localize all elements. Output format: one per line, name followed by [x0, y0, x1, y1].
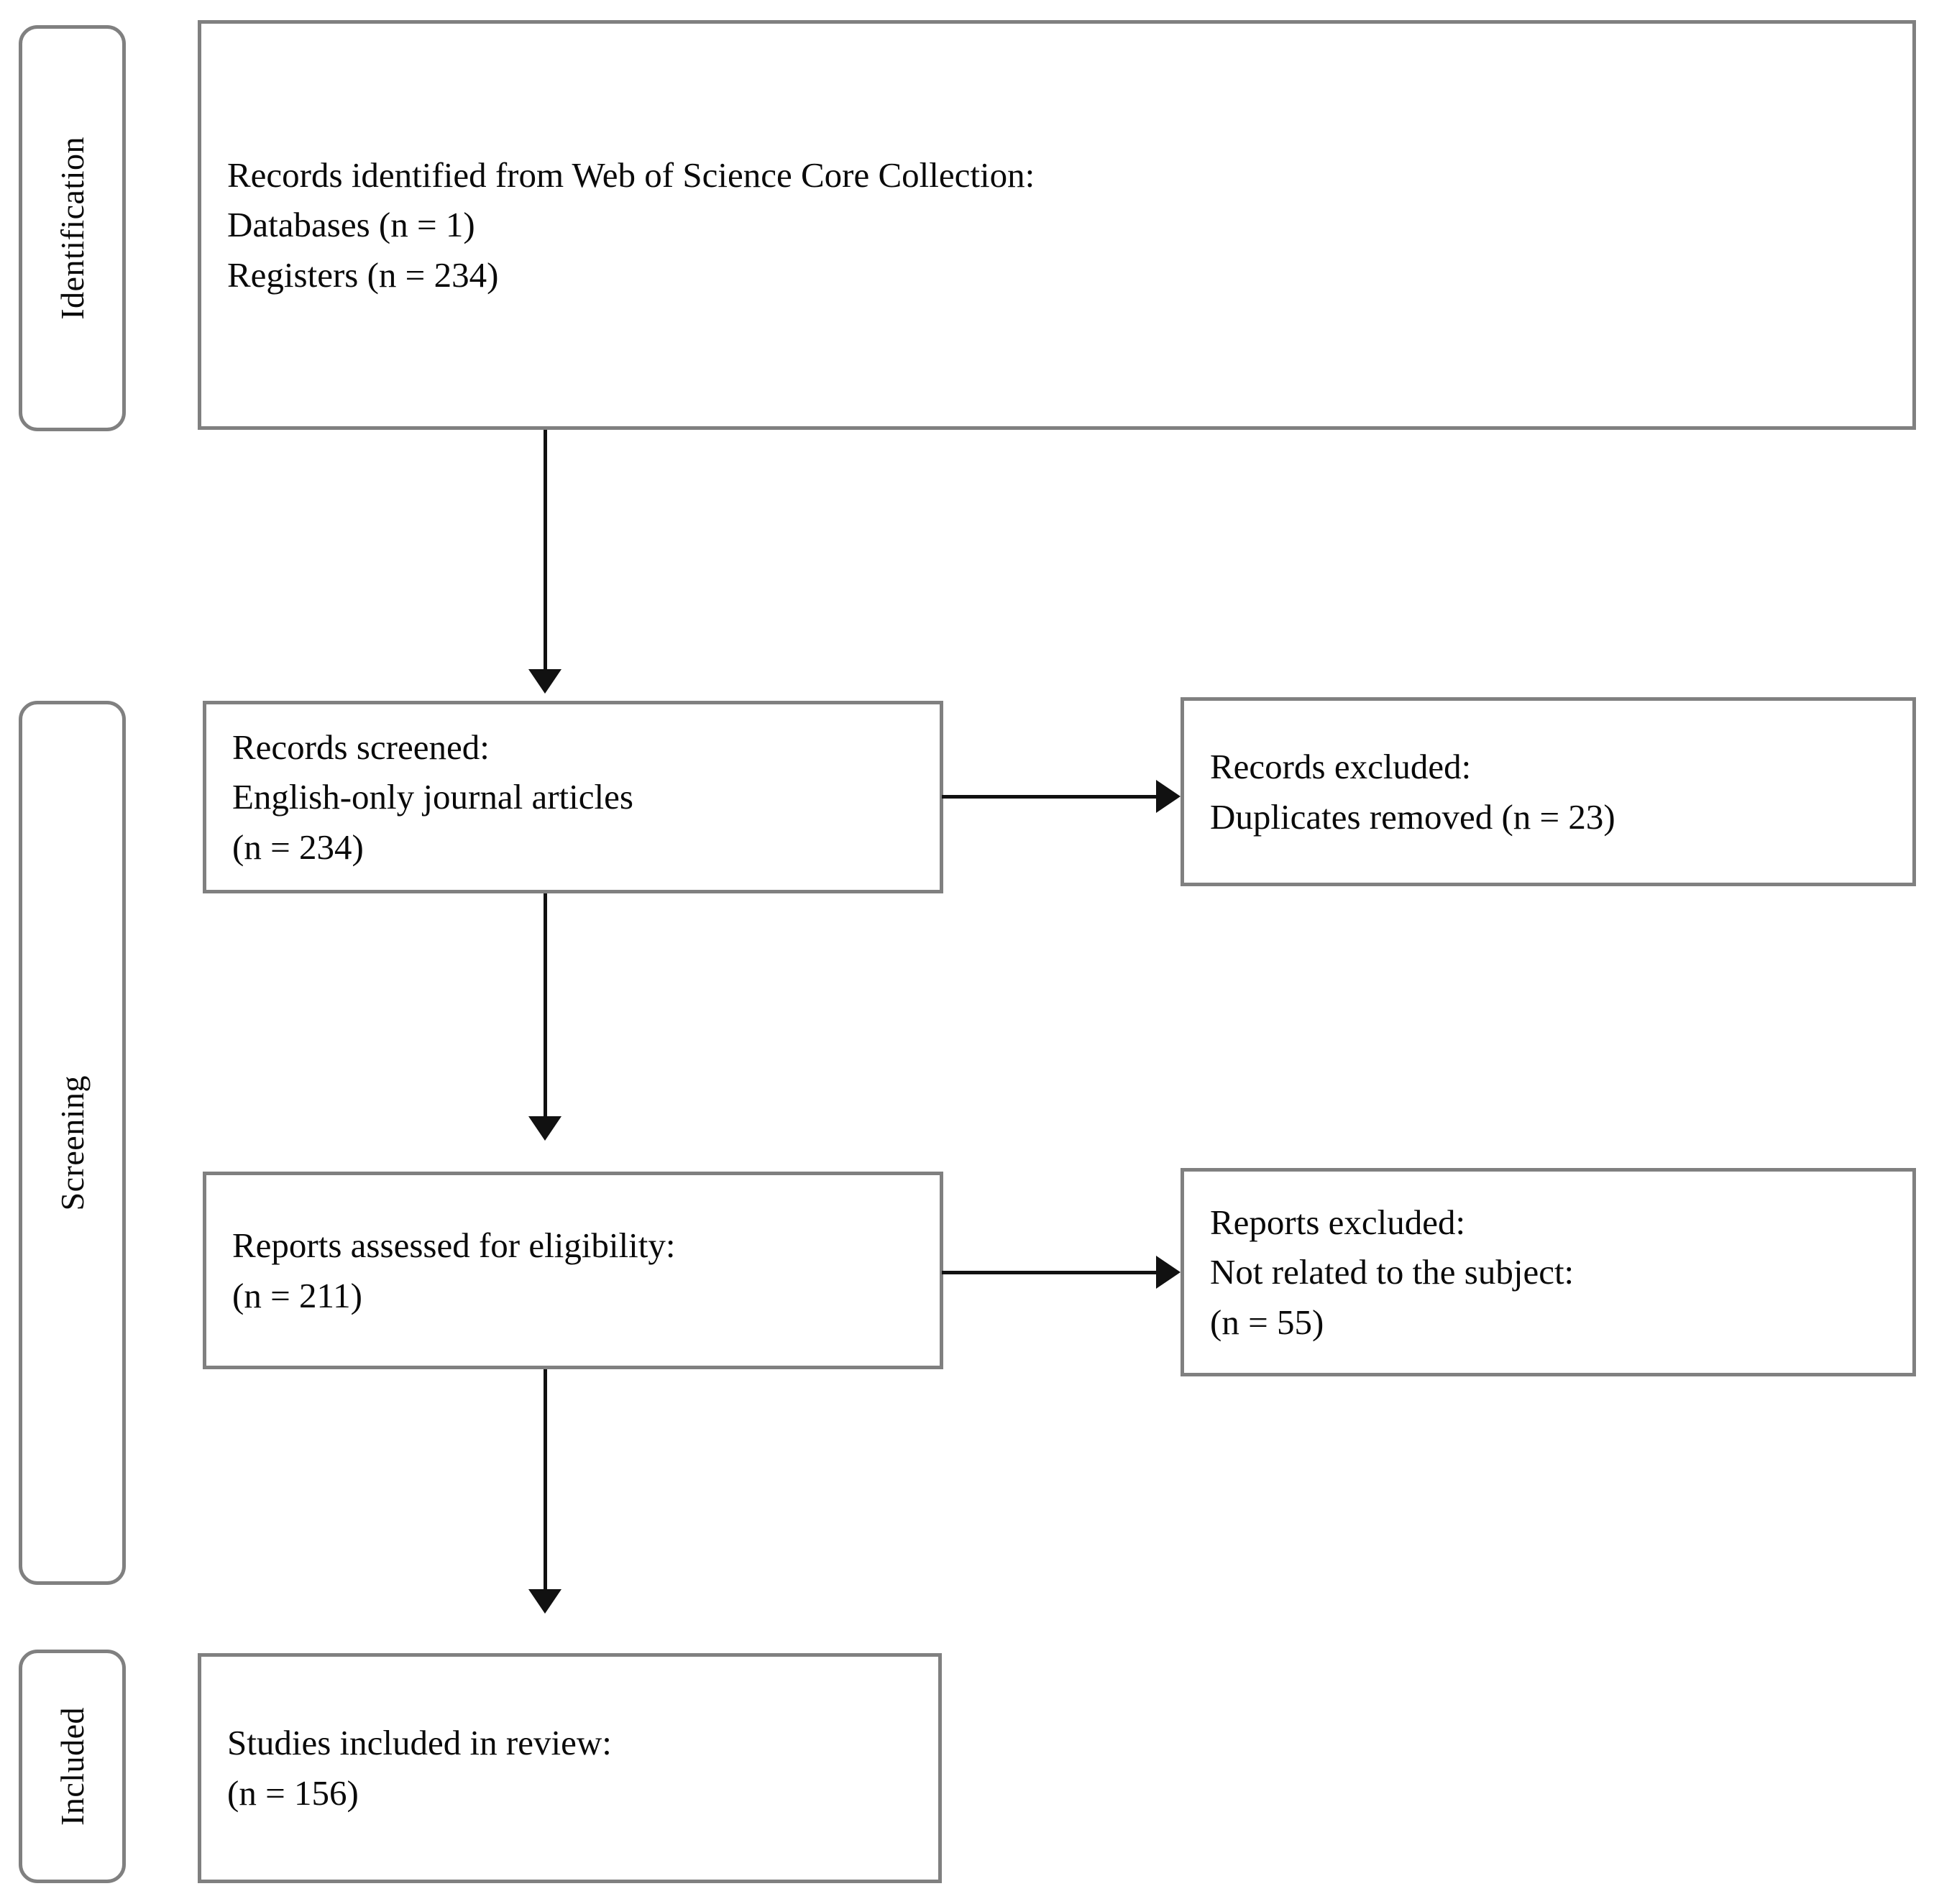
box-records-identified-line-3: Registers (n = 234): [227, 254, 499, 295]
box-studies-included-line-1: Studies included in review:: [227, 1723, 612, 1763]
arrow-eligibility-to-reports-excluded-head: [1156, 1256, 1181, 1289]
box-reports-excluded-lines: Reports excluded: Not related to the sub…: [1184, 1197, 1912, 1348]
arrow-screened-to-eligibility-shaft: [544, 893, 547, 1116]
arrow-screened-to-eligibility: [528, 893, 561, 1141]
arrow-eligibility-to-included: [528, 1369, 561, 1614]
box-studies-included-lines: Studies included in review: (n = 156): [201, 1718, 938, 1818]
box-records-screened-line-3: (n = 234): [232, 827, 364, 867]
stage-label-included-text: Included: [53, 1707, 91, 1826]
box-records-screened-lines: Records screened: English-only journal a…: [206, 722, 940, 873]
arrow-eligibility-to-reports-excluded-shaft: [942, 1271, 1158, 1274]
arrow-screened-to-records-excluded-shaft: [942, 795, 1158, 799]
arrow-screened-to-records-excluded-head: [1156, 780, 1181, 813]
box-reports-excluded-line-2: Not related to the subject:: [1210, 1252, 1574, 1292]
box-records-screened: Records screened: English-only journal a…: [203, 701, 943, 893]
arrow-identified-to-screened-shaft: [544, 430, 547, 669]
box-reports-excluded-line-1: Reports excluded:: [1210, 1202, 1466, 1242]
box-records-excluded-lines: Records excluded: Duplicates removed (n …: [1184, 742, 1912, 842]
arrow-eligibility-to-included-shaft: [544, 1369, 547, 1589]
arrow-identified-to-screened: [528, 430, 561, 694]
box-studies-included-line-2: (n = 156): [227, 1773, 359, 1813]
arrow-eligibility-to-reports-excluded: [942, 1256, 1181, 1289]
box-records-screened-line-1: Records screened:: [232, 727, 490, 767]
stage-label-screening: Screening: [19, 701, 126, 1585]
box-reports-excluded: Reports excluded: Not related to the sub…: [1181, 1168, 1916, 1376]
box-studies-included: Studies included in review: (n = 156): [198, 1653, 942, 1883]
box-records-identified-line-1: Records identified from Web of Science C…: [227, 155, 1035, 195]
arrow-screened-to-eligibility-head: [528, 1116, 561, 1141]
box-reports-assessed-eligibility-line-1: Reports assessed for eligibility:: [232, 1225, 676, 1265]
stage-label-identification-text: Identification: [53, 137, 91, 320]
box-reports-assessed-eligibility: Reports assessed for eligibility: (n = 2…: [203, 1172, 943, 1369]
box-reports-assessed-eligibility-line-2: (n = 211): [232, 1275, 362, 1315]
box-reports-assessed-eligibility-lines: Reports assessed for eligibility: (n = 2…: [206, 1220, 940, 1320]
arrow-eligibility-to-included-head: [528, 1589, 561, 1614]
stage-label-included: Included: [19, 1650, 126, 1883]
stage-label-identification: Identification: [19, 25, 126, 431]
box-records-identified: Records identified from Web of Science C…: [198, 20, 1916, 430]
box-records-excluded-line-1: Records excluded:: [1210, 746, 1472, 786]
arrow-screened-to-records-excluded: [942, 780, 1181, 813]
box-records-excluded-line-2: Duplicates removed (n = 23): [1210, 796, 1615, 837]
box-records-identified-line-2: Databases (n = 1): [227, 205, 475, 245]
stage-label-screening-text: Screening: [53, 1075, 91, 1211]
arrow-identified-to-screened-head: [528, 669, 561, 694]
box-records-excluded: Records excluded: Duplicates removed (n …: [1181, 697, 1916, 886]
box-records-identified-lines: Records identified from Web of Science C…: [201, 150, 1912, 300]
box-records-screened-line-2: English-only journal articles: [232, 777, 633, 817]
box-reports-excluded-line-3: (n = 55): [1210, 1302, 1324, 1342]
